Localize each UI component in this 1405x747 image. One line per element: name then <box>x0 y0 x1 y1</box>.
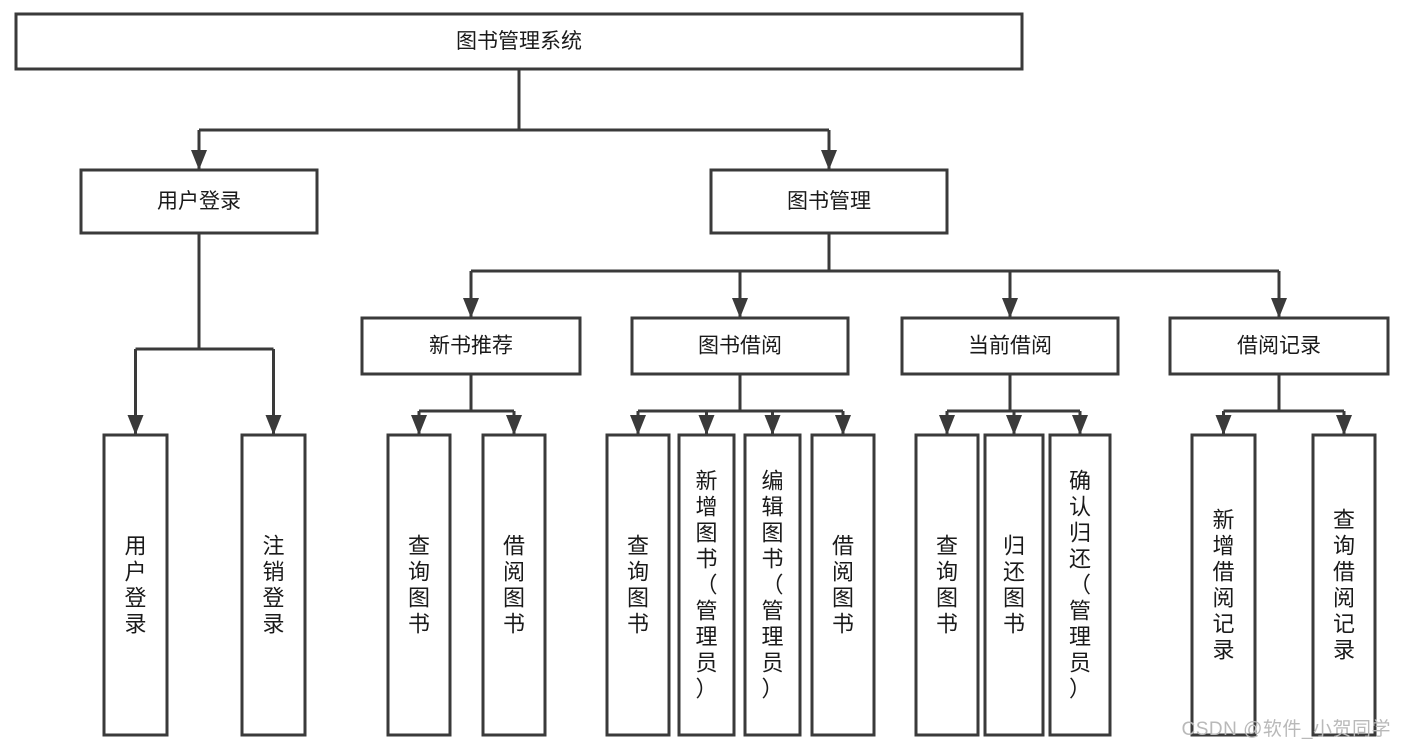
node-book-manage-box <box>709 168 949 235</box>
node-current-borrow-label: 当前借阅 <box>968 335 1052 358</box>
node-leaf-query-record[interactable]: 查询借阅记录 <box>1311 433 1377 737</box>
node-leaf-query-book-3[interactable]: 查询图书 <box>914 433 980 737</box>
node-book-borrow[interactable]: 图书借阅 <box>630 316 850 376</box>
arrow-head-icon <box>463 298 479 318</box>
node-leaf-add-record-box <box>1190 433 1257 737</box>
node-leaf-user-login[interactable]: 用户登录 <box>102 433 169 737</box>
node-leaf-query-book-2-box <box>605 433 671 737</box>
node-leaf-borrow-book-1-label: 借阅图书 <box>503 533 525 636</box>
node-leaf-return-book[interactable]: 归还图书 <box>983 433 1045 737</box>
node-leaf-edit-book-label: 编辑图书（管理员） <box>761 468 783 701</box>
arrow-head-icon <box>835 415 851 435</box>
node-leaf-add-record-label: 新增借阅记录 <box>1212 507 1234 662</box>
node-leaf-query-book-1-box <box>386 433 452 737</box>
node-user-login-label: 用户登录 <box>157 190 241 213</box>
node-borrow-record-label: 借阅记录 <box>1237 335 1321 358</box>
node-leaf-query-book-2[interactable]: 查询图书 <box>605 433 671 737</box>
arrow-head-icon <box>1002 298 1018 318</box>
node-leaf-query-book-1[interactable]: 查询图书 <box>386 433 452 737</box>
node-borrow-record-box <box>1168 316 1390 376</box>
node-leaf-borrow-book-2-box <box>810 433 876 737</box>
node-leaf-user-login-label: 用户登录 <box>124 533 146 636</box>
node-leaf-return-book-box <box>983 433 1045 737</box>
arrow-head-icon <box>1215 415 1232 435</box>
node-leaf-query-record-label: 查询借阅记录 <box>1333 507 1355 662</box>
node-layer: 图书管理系统用户登录图书管理新书推荐图书借阅当前借阅借阅记录用户登录注销登录查询… <box>14 12 1390 737</box>
node-leaf-user-logout-box <box>240 433 307 737</box>
node-leaf-confirm-return[interactable]: 确认归还（管理员） <box>1048 433 1112 737</box>
node-leaf-add-book[interactable]: 新增图书（管理员） <box>677 433 736 737</box>
arrow-head-icon <box>411 415 427 435</box>
arrow-head-icon <box>821 150 837 170</box>
node-leaf-borrow-book-1-box <box>481 433 547 737</box>
connector-layer <box>127 69 1352 435</box>
arrow-head-icon <box>506 415 522 435</box>
node-new-book-rec-box <box>360 316 582 376</box>
arrow-head-icon <box>764 415 781 435</box>
node-user-login[interactable]: 用户登录 <box>79 168 319 235</box>
node-leaf-query-record-box <box>1311 433 1377 737</box>
node-leaf-query-book-3-box <box>914 433 980 737</box>
node-book-borrow-box <box>630 316 850 376</box>
node-leaf-user-login-box <box>102 433 169 737</box>
node-leaf-borrow-book-2-label: 借阅图书 <box>832 533 854 636</box>
node-book-manage[interactable]: 图书管理 <box>709 168 949 235</box>
node-leaf-add-book-label: 新增图书（管理员） <box>695 468 717 701</box>
node-leaf-confirm-return-label: 确认归还（管理员） <box>1069 468 1091 701</box>
node-leaf-add-record[interactable]: 新增借阅记录 <box>1190 433 1257 737</box>
node-leaf-user-logout[interactable]: 注销登录 <box>240 433 307 737</box>
arrow-head-icon <box>1072 415 1088 435</box>
arrow-head-icon <box>1336 415 1352 435</box>
arrow-head-icon <box>191 150 207 170</box>
arrow-head-icon <box>630 415 646 435</box>
node-book-manage-label: 图书管理 <box>787 190 871 213</box>
arrow-head-icon <box>1006 415 1022 435</box>
node-leaf-borrow-book-2[interactable]: 借阅图书 <box>810 433 876 737</box>
node-leaf-query-book-1-label: 查询图书 <box>408 533 430 636</box>
node-leaf-return-book-label: 归还图书 <box>1003 533 1025 636</box>
arrow-head-icon <box>265 415 282 435</box>
watermark-text: CSDN @软件_小贺同学 <box>1181 719 1391 740</box>
node-user-login-box <box>79 168 319 235</box>
arrow-head-icon <box>698 415 715 435</box>
node-leaf-borrow-book-1[interactable]: 借阅图书 <box>481 433 547 737</box>
node-current-borrow-box <box>900 316 1120 376</box>
node-leaf-edit-book[interactable]: 编辑图书（管理员） <box>743 433 802 737</box>
node-root-label: 图书管理系统 <box>456 30 582 53</box>
node-leaf-confirm-return-box <box>1048 433 1112 737</box>
node-new-book-rec-label: 新书推荐 <box>429 335 513 358</box>
arrow-head-icon <box>939 415 955 435</box>
node-book-borrow-label: 图书借阅 <box>698 335 782 358</box>
arrow-head-icon <box>1271 298 1287 318</box>
node-new-book-rec[interactable]: 新书推荐 <box>360 316 582 376</box>
arrow-head-icon <box>732 298 748 318</box>
node-leaf-user-logout-label: 注销登录 <box>262 533 284 636</box>
node-leaf-query-book-2-label: 查询图书 <box>627 533 649 636</box>
node-leaf-query-book-3-label: 查询图书 <box>936 533 958 636</box>
arrow-head-icon <box>127 415 144 435</box>
node-root-box <box>14 12 1024 71</box>
node-leaf-add-book-box <box>677 433 736 737</box>
node-current-borrow[interactable]: 当前借阅 <box>900 316 1120 376</box>
node-borrow-record[interactable]: 借阅记录 <box>1168 316 1390 376</box>
node-root[interactable]: 图书管理系统 <box>14 12 1024 71</box>
node-leaf-edit-book-box <box>743 433 802 737</box>
